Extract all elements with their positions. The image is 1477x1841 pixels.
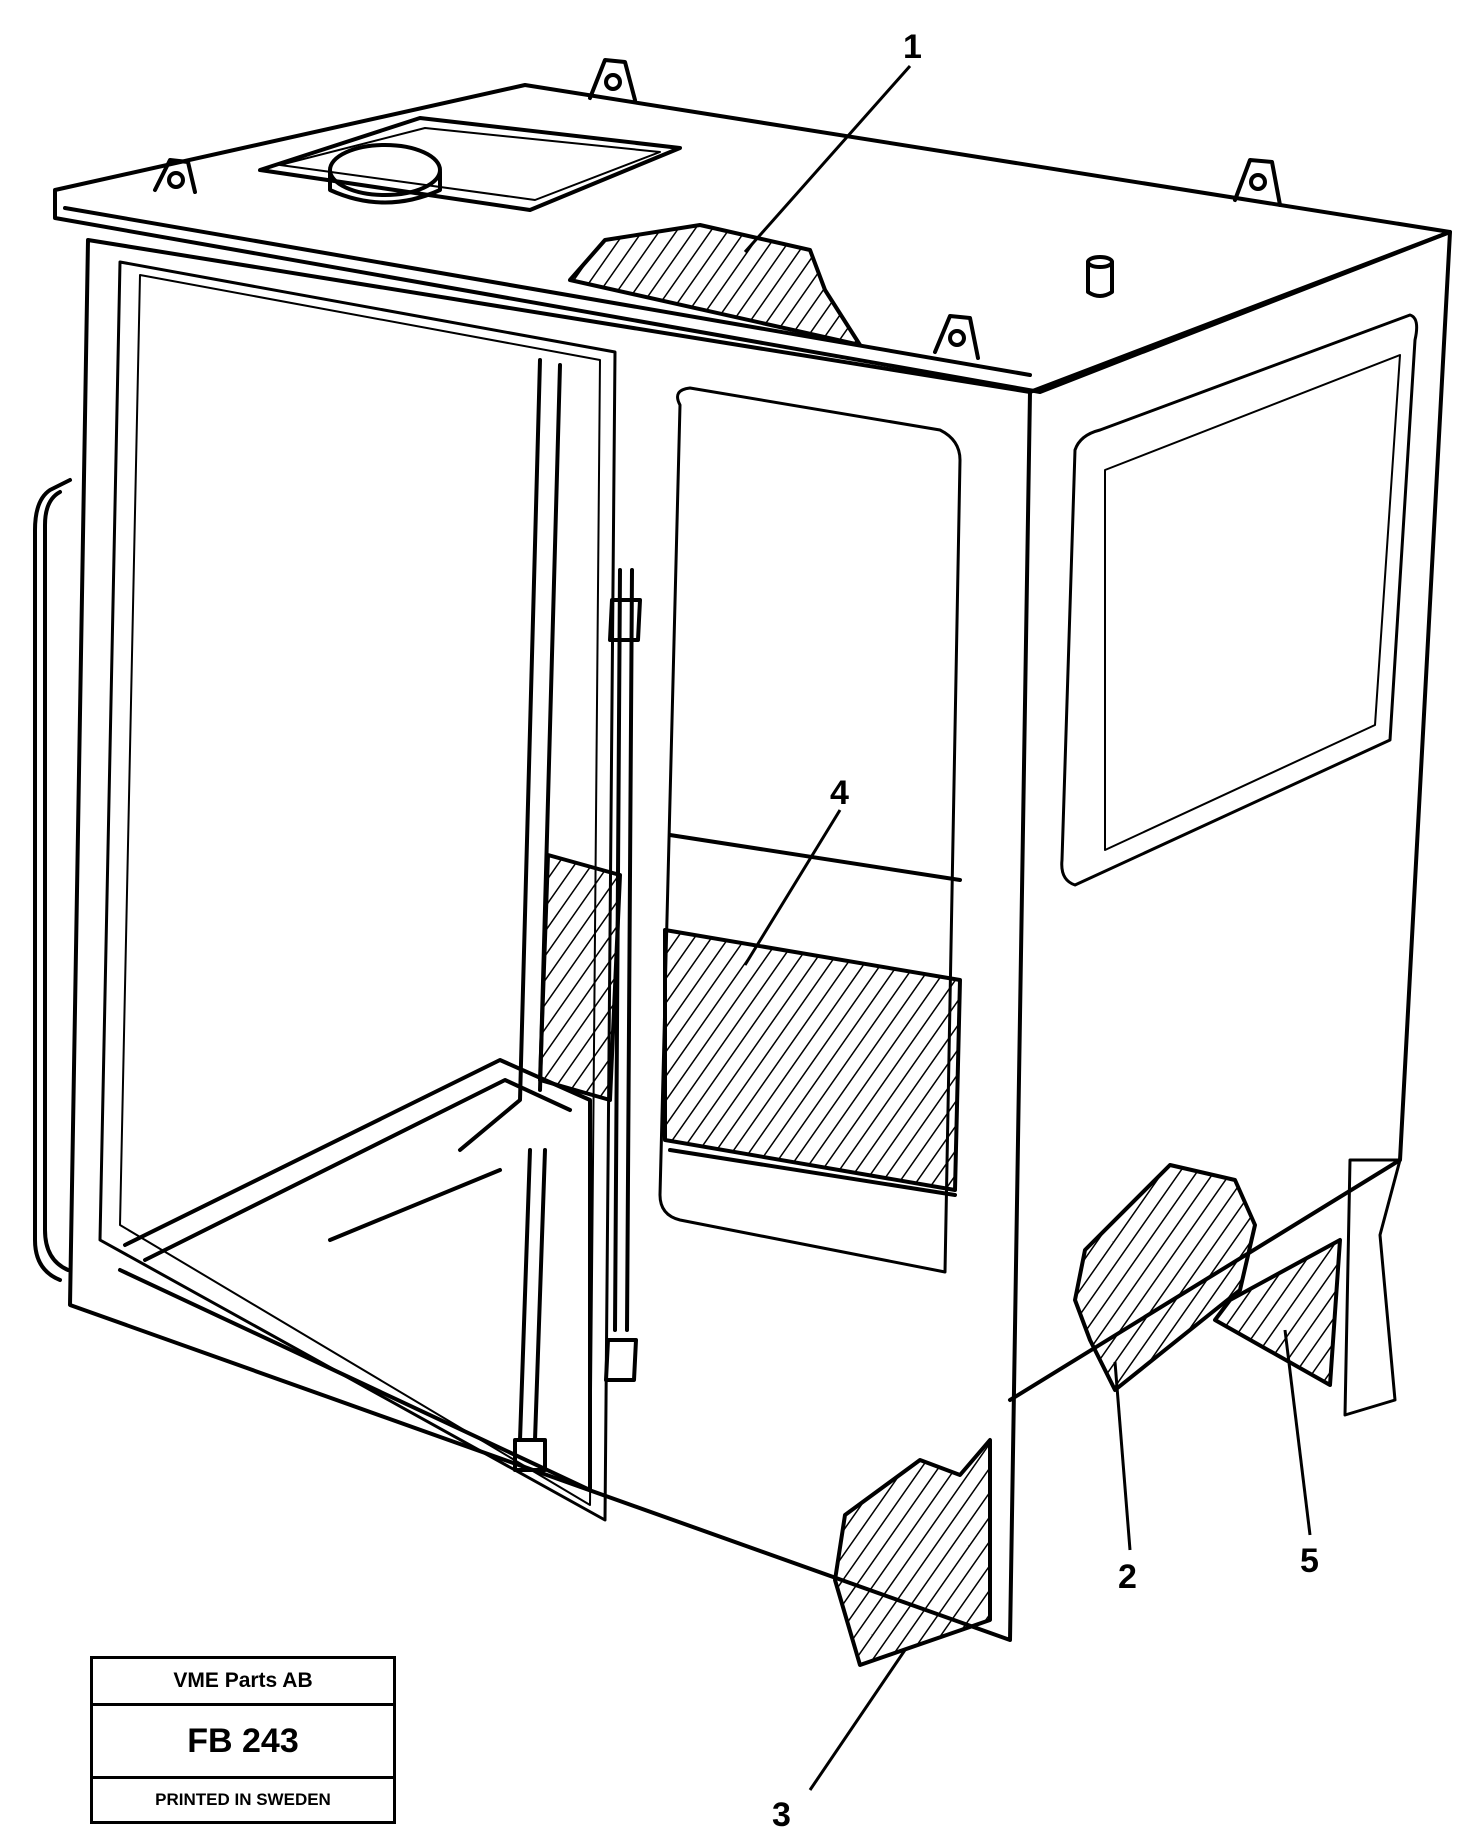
- title-stamp: VME Parts AB FB 243 PRINTED IN SWEDEN: [90, 1656, 396, 1824]
- callout-5: 5: [1300, 1542, 1319, 1580]
- callout-4: 4: [830, 774, 849, 812]
- leader-2: [1113, 1361, 1132, 1551]
- panel-rear-left: [538, 853, 622, 1102]
- leader-3: [808, 1649, 907, 1791]
- grab-handle: [33, 478, 72, 1282]
- lifting-eye-4: [933, 314, 980, 360]
- callout-2: 2: [1118, 1558, 1137, 1596]
- leader-1: [743, 65, 912, 253]
- stamp-printed: PRINTED IN SWEDEN: [155, 1790, 331, 1809]
- panel-side-lower: [1073, 1163, 1257, 1392]
- panel-front-lower: [833, 1438, 992, 1667]
- lifting-eye-1: [588, 58, 637, 102]
- stamp-code: FB 243: [93, 1706, 393, 1779]
- leader-5: [1283, 1329, 1312, 1536]
- lifting-eye-3: [1233, 158, 1282, 207]
- leader-4: [743, 809, 842, 966]
- callout-1: 1: [903, 28, 922, 66]
- roof-pin: [1086, 255, 1114, 298]
- stamp-company: VME Parts AB: [93, 1659, 393, 1706]
- callout-3: 3: [772, 1796, 791, 1834]
- lifting-eye-2: [153, 158, 197, 194]
- panel-floor-mat: [663, 928, 962, 1192]
- cab-floor: [118, 1058, 592, 1492]
- panel-roof: [568, 223, 862, 347]
- panel-rear-floor: [1213, 1238, 1342, 1387]
